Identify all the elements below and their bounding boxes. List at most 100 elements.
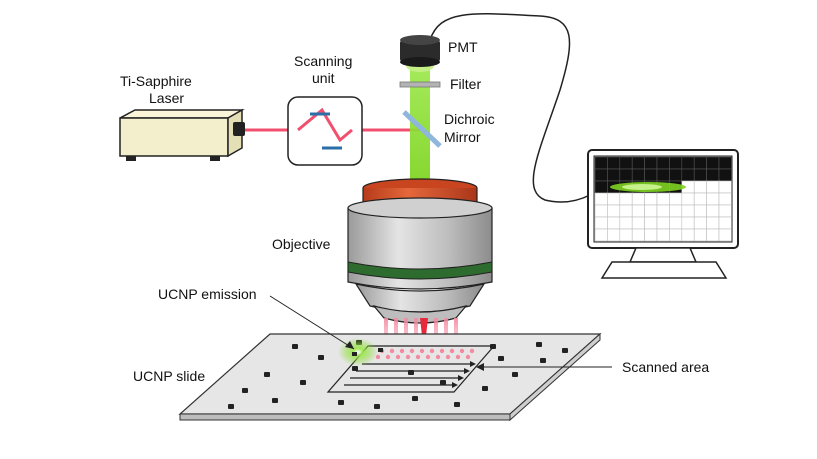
monitor-pixel <box>669 192 683 206</box>
monitor-pixel <box>607 192 621 206</box>
monitor-pixel <box>594 216 608 230</box>
ucnp-emission-arrowhead <box>345 341 354 349</box>
filter-label: Filter <box>450 76 481 92</box>
monitor-pixel <box>693 156 707 170</box>
laser-label-line1: Ti-Sapphire <box>120 73 192 89</box>
scan-path-arrows <box>344 361 476 388</box>
monitor-pixel <box>718 180 732 194</box>
pmt-icon <box>400 35 440 67</box>
monitor-pixel <box>607 168 621 182</box>
objective-icon <box>347 178 493 324</box>
ucnp-particle-emitting <box>352 352 357 356</box>
scanning-label-line2: unit <box>312 70 335 86</box>
monitor-pixel <box>693 192 707 206</box>
scan-points <box>375 348 475 360</box>
monitor-pixel <box>693 216 707 230</box>
monitor-pixel <box>644 156 658 170</box>
pmt-label: PMT <box>448 39 478 55</box>
monitor-emission-core <box>622 184 662 190</box>
scanned-area-arrowhead <box>476 363 484 371</box>
monitor-pixel <box>681 156 695 170</box>
monitor-pixel <box>607 156 621 170</box>
monitor-image-grid <box>594 156 732 242</box>
ucnp-emission-pointer <box>269 295 355 350</box>
monitor-pixel <box>681 192 695 206</box>
monitor-pixel <box>718 192 732 206</box>
monitor-pixel <box>669 168 683 182</box>
monitor-pixel <box>656 168 670 182</box>
monitor-pixel <box>644 192 658 206</box>
laser-label-line2: Laser <box>149 90 184 106</box>
monitor-pixel <box>619 192 633 206</box>
ucnp-emission-label: UCNP emission <box>158 286 257 302</box>
monitor-pixel <box>644 228 658 242</box>
monitor-pixel <box>669 216 683 230</box>
monitor-pixel <box>619 168 633 182</box>
monitor-pixel <box>656 216 670 230</box>
monitor-pixel <box>594 168 608 182</box>
monitor-pixel <box>681 168 695 182</box>
monitor-pixel <box>594 180 608 194</box>
monitor-pixel <box>706 204 720 218</box>
monitor-pixel <box>718 216 732 230</box>
monitor-pixel <box>706 216 720 230</box>
dichroic-label-line2: Mirror <box>444 129 481 145</box>
monitor-pixel <box>607 216 621 230</box>
scanning-label-line1: Scanning <box>294 53 352 69</box>
filter-icon <box>399 81 441 88</box>
monitor-pixel <box>619 228 633 242</box>
monitor-pixel <box>706 180 720 194</box>
monitor-pixel <box>594 228 608 242</box>
monitor-pixel <box>693 180 707 194</box>
monitor-pixel <box>706 192 720 206</box>
monitor-pixel <box>631 168 645 182</box>
monitor-pixel <box>594 156 608 170</box>
monitor-pixel <box>631 216 645 230</box>
ucnp-particle-scanned <box>378 348 383 352</box>
ucnp-slide-label: UCNP slide <box>133 368 205 384</box>
monitor-pixel <box>644 216 658 230</box>
monitor-pixel <box>718 228 732 242</box>
detector-cable <box>429 13 591 203</box>
monitor-pixel <box>706 156 720 170</box>
monitor-pixel <box>619 216 633 230</box>
monitor-pixel <box>607 204 621 218</box>
monitor-pixel <box>594 192 608 206</box>
laser-box-icon <box>119 108 245 161</box>
scanning-mirror-icon <box>287 96 363 166</box>
monitor-pixel <box>669 156 683 170</box>
monitor-pixel <box>594 204 608 218</box>
monitor-pixel <box>718 156 732 170</box>
monitor-pixel <box>631 204 645 218</box>
monitor-pixel <box>656 192 670 206</box>
monitor-pixel <box>693 204 707 218</box>
monitor-pixel <box>619 204 633 218</box>
monitor-pixel <box>656 156 670 170</box>
scanned-area-outline <box>326 345 496 393</box>
monitor-pixel <box>669 204 683 218</box>
monitor-pixel <box>619 156 633 170</box>
monitor-pixel <box>669 228 683 242</box>
monitor-pixel <box>681 204 695 218</box>
dichroic-label-line1: Dichroic <box>444 111 495 127</box>
monitor-pixel <box>631 228 645 242</box>
monitor-pixel <box>681 228 695 242</box>
monitor-pixel <box>706 228 720 242</box>
computer-monitor-icon <box>587 149 739 279</box>
monitor-pixel <box>644 204 658 218</box>
ucnp-slide <box>178 332 602 422</box>
monitor-pixel <box>706 168 720 182</box>
monitor-pixel <box>607 228 621 242</box>
monitor-pixel <box>718 204 732 218</box>
dichroic-mirror-icon <box>402 110 442 148</box>
objective-label: Objective <box>272 236 331 252</box>
monitor-pixel <box>681 216 695 230</box>
monitor-pixel <box>631 156 645 170</box>
scanned-area-label: Scanned area <box>622 359 709 375</box>
monitor-pixel <box>644 168 658 182</box>
monitor-pixel <box>656 228 670 242</box>
monitor-pixel <box>656 204 670 218</box>
monitor-pixel <box>693 228 707 242</box>
monitor-pixel <box>693 168 707 182</box>
